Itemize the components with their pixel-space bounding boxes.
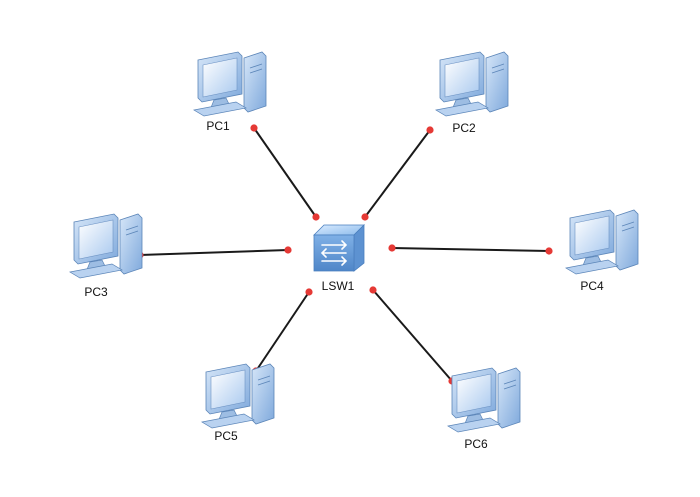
switch-icon (313, 224, 365, 272)
node-pc4[interactable]: PC4 (565, 209, 639, 293)
link-line (364, 129, 431, 218)
pc-label: PC3 (84, 285, 108, 299)
pc-label: PC1 (206, 119, 230, 133)
node-lsw1[interactable]: LSW1 (313, 224, 365, 293)
pc-label: PC6 (464, 437, 488, 451)
pc-label: PC2 (452, 121, 476, 135)
link-line (391, 247, 550, 252)
node-pc5[interactable]: PC5 (201, 363, 275, 443)
switch-port-dot (312, 213, 320, 221)
desktop-pc-icon (69, 213, 143, 279)
pc-port-dot (250, 124, 258, 132)
pc-label: PC5 (214, 429, 238, 443)
desktop-pc-icon (193, 51, 267, 117)
switch-port-dot (305, 288, 313, 296)
desktop-pc-icon (435, 51, 509, 117)
link-line (255, 291, 310, 372)
desktop-pc-icon (447, 367, 521, 433)
link-line (139, 249, 289, 256)
switch-port-dot (361, 213, 369, 221)
link-pc2[interactable] (361, 126, 434, 221)
node-pc1[interactable]: PC1 (193, 51, 267, 133)
switch-port-dot (284, 246, 292, 254)
link-line (253, 127, 317, 218)
switch-port-dot (388, 244, 396, 252)
link-pc6[interactable] (369, 286, 456, 385)
link-pc5[interactable] (252, 288, 313, 375)
link-pc1[interactable] (250, 124, 320, 221)
link-line (372, 289, 453, 382)
switch-label: LSW1 (322, 279, 355, 293)
link-pc3[interactable] (136, 246, 292, 259)
pc-port-dot (545, 247, 553, 255)
desktop-pc-icon (565, 209, 639, 275)
pc-label: PC4 (580, 279, 604, 293)
link-pc4[interactable] (388, 244, 553, 255)
desktop-pc-icon (201, 363, 275, 429)
node-pc6[interactable]: PC6 (447, 367, 521, 451)
node-pc2[interactable]: PC2 (435, 51, 509, 135)
node-pc3[interactable]: PC3 (69, 213, 143, 299)
pc-port-dot (426, 126, 434, 134)
switch-port-dot (369, 286, 377, 294)
